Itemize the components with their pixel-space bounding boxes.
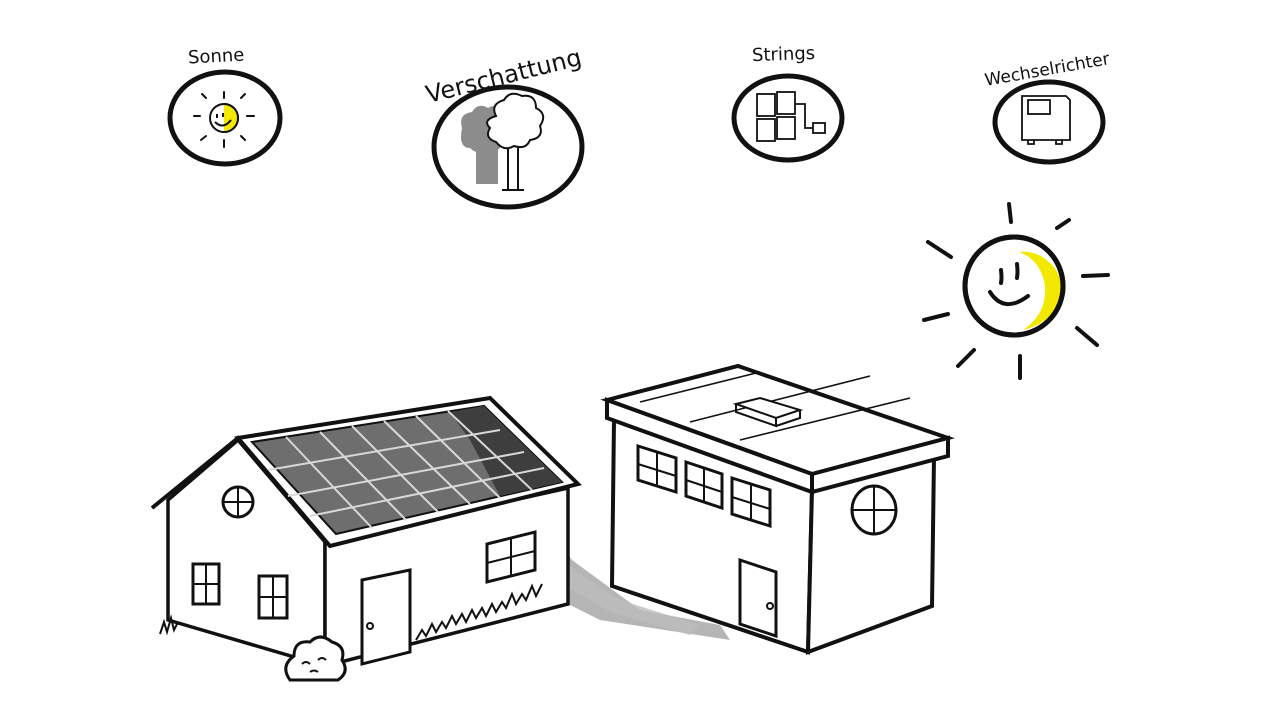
ground-shadow bbox=[520, 490, 730, 640]
house-door bbox=[360, 568, 412, 666]
topic-label-sonne: Sonne bbox=[187, 44, 245, 69]
building-window bbox=[636, 443, 772, 529]
building-door bbox=[738, 557, 778, 639]
topic-label-strings: Strings bbox=[751, 42, 816, 67]
grass bbox=[159, 583, 543, 641]
roof-skylight bbox=[732, 396, 804, 428]
residential-house bbox=[150, 395, 582, 682]
solar-string-icon bbox=[756, 91, 826, 142]
inverter-icon bbox=[1021, 95, 1071, 145]
topic-wechselrichter-badge[interactable] bbox=[992, 79, 1106, 165]
solar-panel-array bbox=[250, 404, 565, 536]
round-window bbox=[221, 485, 255, 519]
topic-verschattung-badge[interactable] bbox=[431, 84, 585, 210]
flat-roof-building bbox=[600, 363, 955, 655]
round-window bbox=[850, 484, 898, 536]
side-window bbox=[191, 562, 289, 620]
small-sun-icon bbox=[193, 91, 255, 148]
bush bbox=[284, 635, 347, 682]
topic-sonne-badge[interactable] bbox=[167, 69, 283, 167]
front-window bbox=[485, 530, 537, 584]
tree-icon bbox=[461, 92, 545, 191]
big-sun-icon bbox=[922, 202, 1110, 380]
topic-strings-badge[interactable] bbox=[731, 73, 845, 163]
